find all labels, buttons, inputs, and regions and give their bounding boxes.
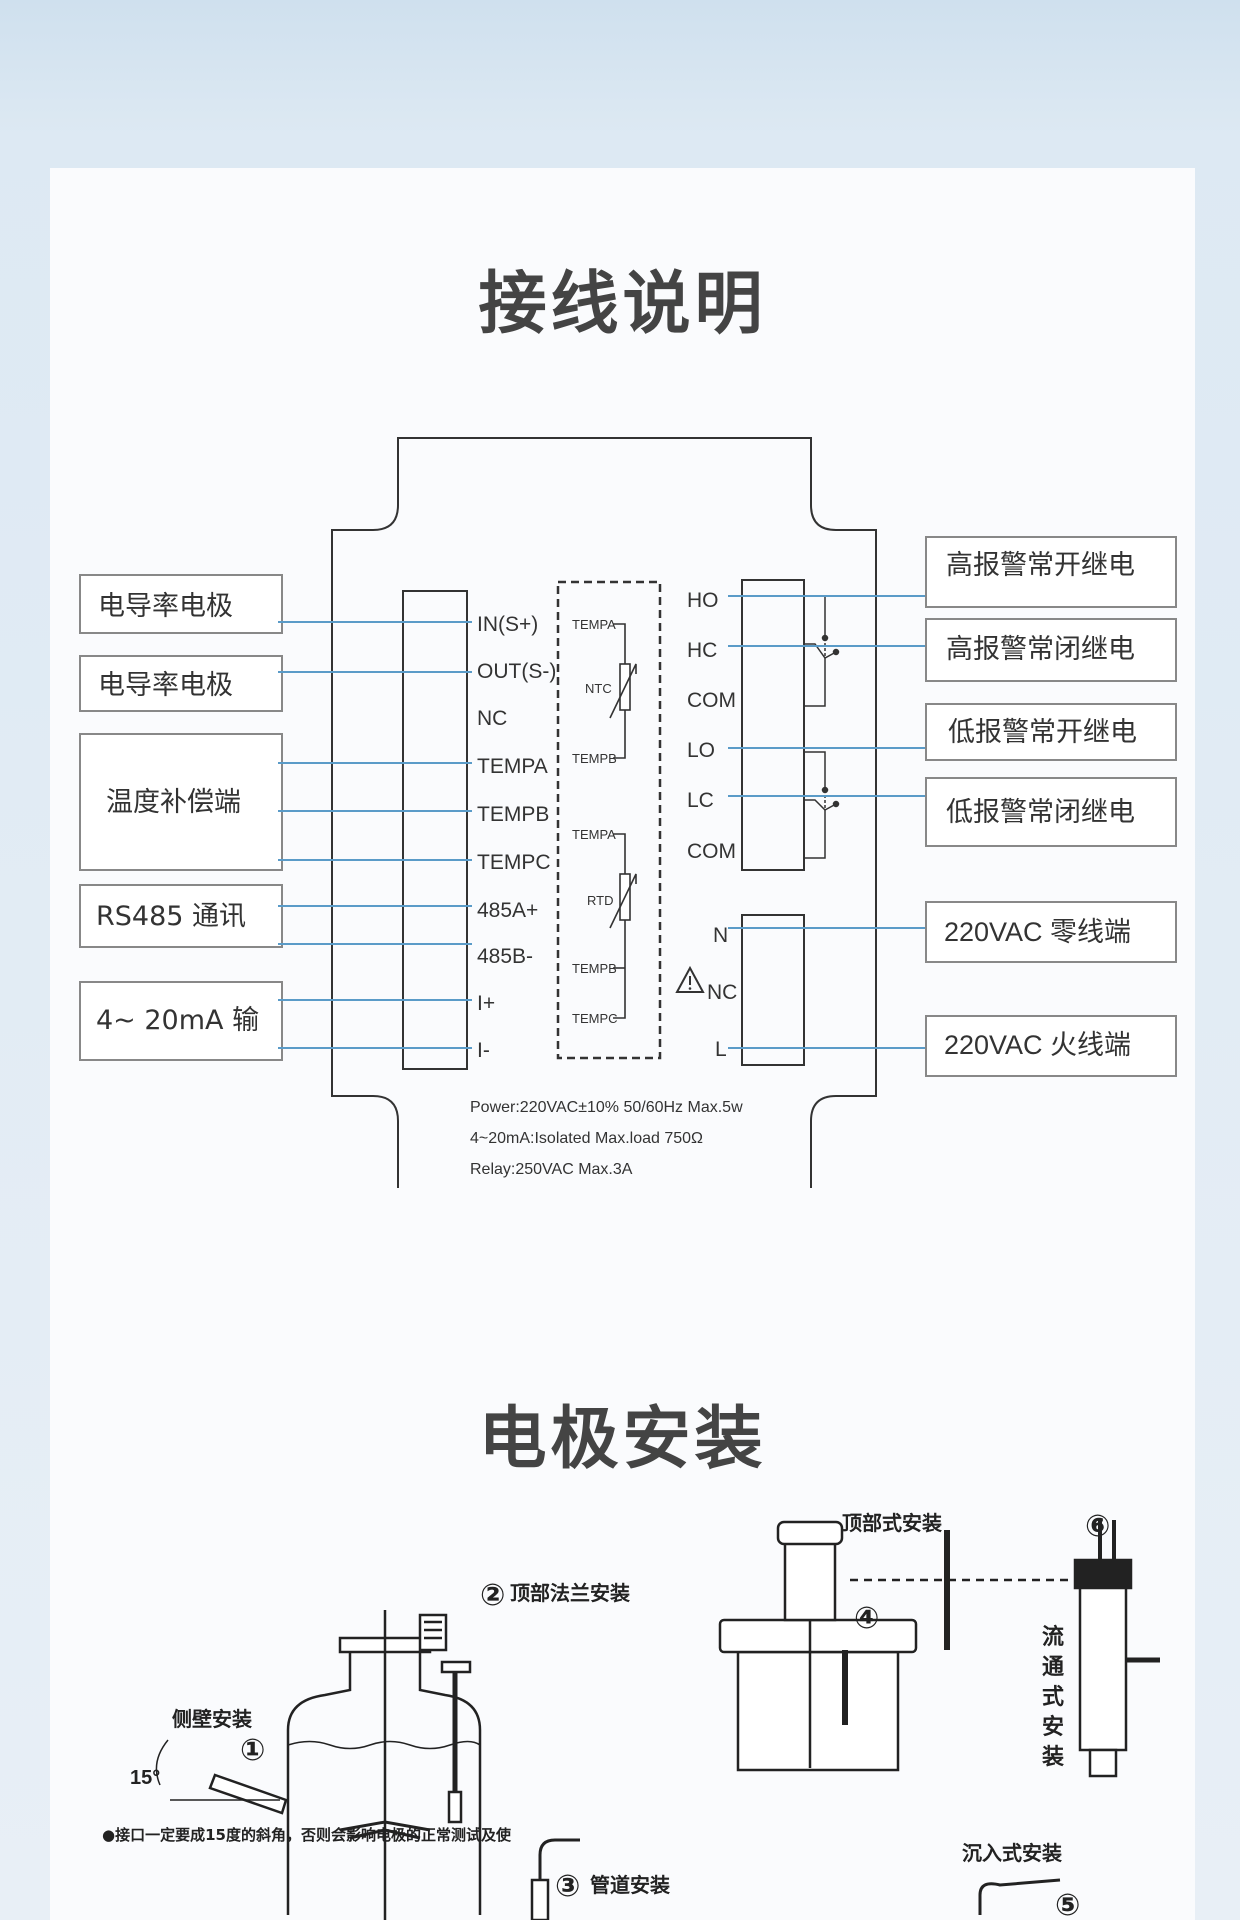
rtd-lead [613, 833, 626, 874]
left-label-box-3 [79, 733, 283, 871]
top-mount-label: 顶部式安装 [842, 1511, 942, 1535]
terminal-nc-right: NC [707, 981, 737, 1004]
terminal-tempc: TEMPC [477, 851, 551, 874]
right-label-2: 高报警常闭继电 [946, 634, 1135, 664]
right-label-box-5 [925, 901, 1177, 963]
left-label-1: 电导率电极 [98, 591, 233, 622]
terminal-tempa: TEMPA [477, 755, 548, 778]
angle-label: 15° [130, 1767, 160, 1789]
top-mount-vessel [736, 1650, 900, 1772]
terminal-out-s-minus: OUT(S-) [477, 660, 556, 683]
rtd-arrow [609, 873, 637, 929]
terminal-nc: NC [477, 707, 507, 730]
terminal-ho: HO [687, 589, 719, 612]
relay-terminal-block [741, 579, 805, 871]
ntc-tempa-label: TEMPA [572, 617, 616, 632]
right-label-5: 220VAC 零线端 [944, 917, 1131, 947]
spec-power: Power:220VAC±10% 50/60Hz Max.5w [470, 1099, 743, 1116]
right-label-box-6 [925, 1015, 1177, 1077]
spec-relay: Relay:250VAC Max.3A [470, 1161, 633, 1178]
terminal-n: N [713, 924, 728, 947]
left-label-box-2 [79, 655, 283, 712]
rtd-tempb-label: TEMPB [572, 961, 617, 976]
right-label-4: 低报警常闭继电 [946, 797, 1135, 827]
terminal-com-2: COM [687, 840, 736, 863]
right-label-3: 低报警常开继电 [948, 717, 1137, 747]
right-label-6: 220VAC 火线端 [944, 1030, 1131, 1060]
side-wall-label: 侧壁安装 [172, 1707, 252, 1731]
right-label-box-3 [925, 703, 1177, 761]
left-label-box-1 [79, 574, 283, 634]
marker-2: ② [480, 1578, 505, 1613]
left-label-box-5 [79, 981, 283, 1061]
wiring-diagram: 电导率电极 电导率电极 温度补偿端 RS485 通讯 4~ 20mA 输 IN(… [79, 437, 1177, 1188]
top-flange-label: 顶部法兰安装 [510, 1581, 630, 1605]
terminal-com-1: COM [687, 689, 736, 712]
ntc-arrow [609, 663, 637, 719]
top-mount-flange [718, 1618, 918, 1654]
install-title: 电极安装 [478, 1400, 767, 1479]
terminal-i-minus: I- [477, 1039, 490, 1062]
left-label-5: 4~ 20mA 输 [96, 1005, 259, 1036]
sensor-dashed-block [556, 580, 662, 1060]
low-relay-contact [804, 751, 826, 790]
content-card: 接线说明 电导率电极 电导率电极 温度补偿端 RS485 通讯 4~ 20mA … [50, 168, 1195, 1920]
side-wall-electrode [208, 1773, 288, 1815]
tank-body [286, 1650, 482, 1915]
marker-3: ③ [555, 1869, 580, 1904]
ntc-lead [613, 623, 626, 664]
install-diagram: 侧壁安装 ① 15° ② 顶部法兰安装 ③ 管道安装 ●接口一定要成15度的斜角… [102, 1509, 1160, 1920]
power-terminal-block [741, 914, 805, 1066]
rtd-lead-bottom [613, 920, 626, 1019]
left-label-3: 温度补偿端 [106, 787, 241, 818]
top-mount-housing [783, 1538, 837, 1622]
terminal-hc: HC [687, 639, 717, 662]
rtd-tempc-label: TEMPC [572, 1011, 618, 1026]
enclosure-outline [331, 437, 877, 1188]
left-label-4: RS485 通讯 [96, 901, 246, 932]
marker-4: ④ [854, 1601, 879, 1636]
terminal-l: L [715, 1038, 727, 1061]
left-terminal-block [402, 590, 468, 1070]
ntc-name: NTC [585, 681, 612, 696]
pipeline-electrode [538, 1838, 580, 1915]
rtd-name: RTD [587, 893, 613, 908]
flow-cell-body [1078, 1568, 1128, 1752]
right-label-box-4 [925, 777, 1177, 847]
marker-6: ⑥ [1085, 1509, 1110, 1544]
flow-through-label: 流通式安装 [1042, 1625, 1065, 1770]
rtd-tempa-label: TEMPA [572, 827, 616, 842]
right-label-1: 高报警常开继电 [946, 550, 1135, 580]
left-label-box-4 [79, 884, 283, 948]
left-label-2: 电导率电极 [98, 670, 233, 701]
tank-stirrer-blades [339, 1820, 431, 1840]
right-label-box-1 [925, 536, 1177, 608]
right-label-box-2 [925, 618, 1177, 682]
pipeline-label: 管道安装 [590, 1873, 670, 1897]
terminal-485a: 485A+ [477, 899, 538, 922]
wiring-title: 接线说明 [478, 265, 767, 344]
ntc-lead-bottom [613, 710, 626, 759]
warning-icon [675, 965, 705, 993]
terminal-i-plus: I+ [477, 992, 495, 1015]
ntc-tempb-label: TEMPB [572, 751, 617, 766]
marker-1: ① [240, 1733, 265, 1768]
terminal-in-s-plus: IN(S+) [477, 613, 538, 636]
terminal-tempb: TEMPB [477, 803, 549, 826]
spec-output: 4~20mA:Isolated Max.load 750Ω [470, 1130, 703, 1147]
marker-5: ⑤ [1055, 1888, 1080, 1920]
submerged-electrode [978, 1878, 1061, 1915]
high-relay-contact [804, 595, 826, 638]
terminal-485b: 485B- [477, 945, 533, 968]
tank-motor [418, 1613, 448, 1652]
install-note: ●接口一定要成15度的斜角，否则会影响电极的正常测试及使 [102, 1826, 512, 1844]
terminal-lo: LO [687, 739, 715, 762]
terminal-lc: LC [687, 789, 714, 812]
submerged-label: 沉入式安装 [962, 1841, 1062, 1865]
